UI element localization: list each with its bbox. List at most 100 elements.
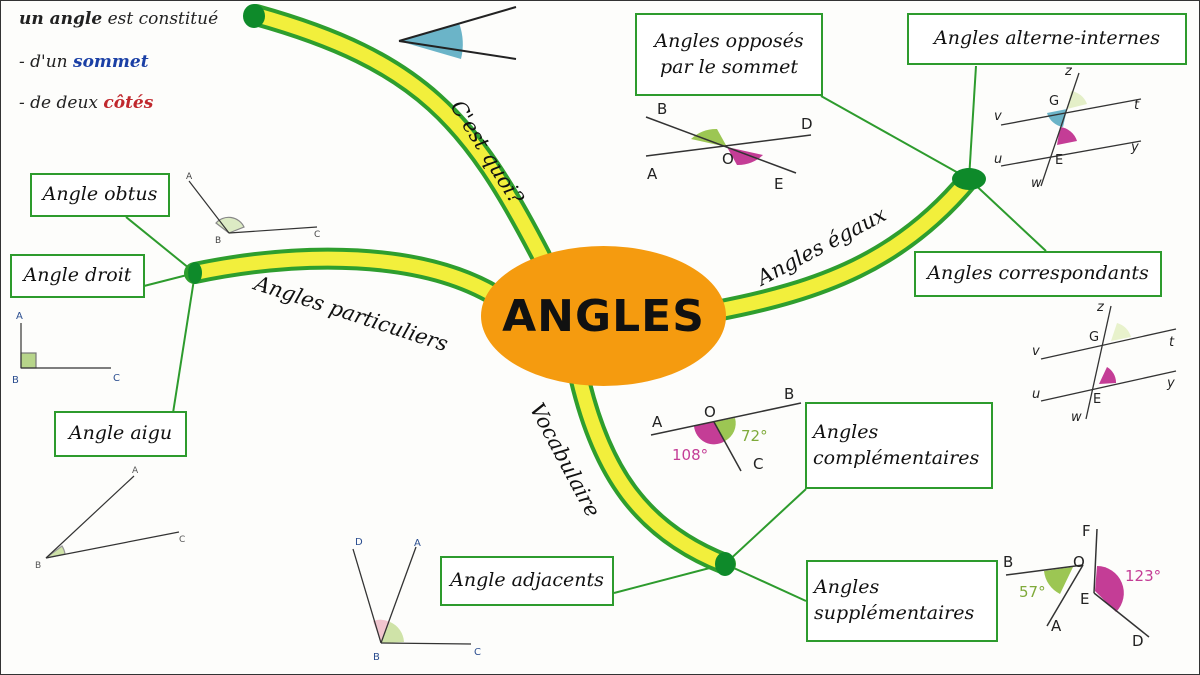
supplementaires-label-d: D xyxy=(1132,632,1144,650)
complementaires-label-b: B xyxy=(784,385,794,403)
box-angles-complementaires-line-1: Angles xyxy=(813,420,879,443)
adjacents-label-b: B xyxy=(373,652,380,663)
adjacents-label-a: A xyxy=(414,538,421,549)
box-angle-droit: Angle droit xyxy=(10,254,145,298)
box-angles-alternes-label: Angles alterne-internes xyxy=(933,27,1160,50)
complementaires-value-2: 72° xyxy=(741,427,768,445)
connector-correspondants xyxy=(968,178,1047,252)
box-angle-obtus-label: Angle obtus xyxy=(42,183,158,206)
branch-what xyxy=(245,4,552,267)
obtus-label-c: C xyxy=(314,230,320,240)
box-angles-opposes: Angles opposés par le sommet xyxy=(635,13,823,96)
box-angles-supplementaires-line-1: Angles xyxy=(814,576,880,599)
connector-complementaires xyxy=(724,488,807,565)
complementaires-value-1: 108° xyxy=(672,446,708,464)
keyword-cotes: côtés xyxy=(103,93,154,113)
supplementaires-label-f: F xyxy=(1082,522,1091,540)
definition-subject: un angle xyxy=(19,9,103,29)
box-angle-aigu: Angle aigu xyxy=(54,411,187,457)
connector-obtus xyxy=(125,216,196,274)
complementaires-label-c: C xyxy=(753,455,763,473)
definition-line-1: un angle est constitué xyxy=(19,9,218,29)
box-angle-obtus: Angle obtus xyxy=(30,173,170,217)
connector-alternes xyxy=(968,65,977,180)
box-angle-aigu-label: Angle aigu xyxy=(68,422,173,445)
node-what xyxy=(243,4,265,28)
aigu-label-b: B xyxy=(35,561,41,571)
obtus-label-a: A xyxy=(186,172,193,182)
droit-label-a: A xyxy=(16,311,23,322)
opposes-label-b: B xyxy=(657,100,667,118)
supplementaires-label-b: B xyxy=(1003,553,1013,571)
definition-angle-figure xyxy=(398,6,517,60)
connector-opposes xyxy=(820,95,970,180)
alternes-label-w: w xyxy=(1031,176,1042,191)
box-angles-adjacents-label: Angle adjacents xyxy=(450,569,604,592)
obtuse-angle-figure xyxy=(188,180,318,234)
adjacents-label-d: D xyxy=(355,537,363,548)
supplementaires-label-e: E xyxy=(1080,590,1089,608)
box-angles-supplementaires-line-2: supplémentaires xyxy=(814,602,975,624)
opposes-label-a: A xyxy=(647,165,658,183)
supplementaires-value-2: 123° xyxy=(1125,567,1161,585)
definition-verb: est constitué xyxy=(107,9,219,29)
keyword-sommet: sommet xyxy=(73,52,149,72)
branch-equal xyxy=(705,168,980,322)
acute-angle-figure xyxy=(45,475,180,559)
droit-label-b: B xyxy=(12,375,19,386)
box-angles-adjacents: Angle adjacents xyxy=(440,556,614,606)
vertical-angles-figure xyxy=(645,116,812,174)
complementary-figure xyxy=(650,402,802,472)
alternate-interior-figure xyxy=(1000,72,1142,187)
box-angles-complementaires-line-2: complémentaires xyxy=(813,446,980,469)
connector-adjacents xyxy=(613,563,726,594)
correspondants-label-g: G xyxy=(1089,330,1099,345)
branch-particular xyxy=(184,247,507,307)
opposes-label-e: E xyxy=(774,175,783,193)
connector-aigu xyxy=(172,272,196,414)
definition-line-3-prefix: - de deux xyxy=(19,93,98,113)
correspondants-label-v: v xyxy=(1032,344,1040,359)
definition-line-2: - d'un sommet xyxy=(19,52,149,72)
aigu-label-a: A xyxy=(132,466,139,476)
alternes-label-u: u xyxy=(994,152,1002,167)
correspondants-label-e: E xyxy=(1093,392,1101,407)
node-particular xyxy=(188,262,202,284)
box-angles-opposes-line-1: Angles opposés xyxy=(654,29,804,52)
correspondants-label-t: t xyxy=(1169,335,1175,350)
correspondants-label-z: z xyxy=(1096,300,1105,315)
box-angles-complementaires: Angles complémentaires xyxy=(805,402,993,489)
supplementary-figure xyxy=(1005,528,1150,638)
opposes-label-d: D xyxy=(801,115,813,133)
droit-label-c: C xyxy=(113,373,120,384)
box-angles-correspondants-label: Angles correspondants xyxy=(927,262,1149,285)
alternes-label-y: y xyxy=(1130,140,1139,155)
supplementaires-value-1: 57° xyxy=(1019,583,1046,601)
complementaires-label-a: A xyxy=(652,413,663,431)
aigu-label-c: C xyxy=(179,535,185,545)
connector-lines xyxy=(125,65,1047,602)
corresponding-angles-figure xyxy=(1040,305,1177,420)
complementaires-label-o: O xyxy=(704,403,716,421)
right-angle-figure xyxy=(20,323,111,369)
center-node: ANGLES xyxy=(481,246,726,386)
obtus-label-b: B xyxy=(215,236,221,246)
box-angle-droit-label: Angle droit xyxy=(23,264,132,287)
correspondants-label-u: u xyxy=(1032,387,1040,402)
correspondants-label-y: y xyxy=(1166,376,1175,391)
alternes-label-z: z xyxy=(1064,64,1073,79)
alternes-label-v: v xyxy=(994,109,1002,124)
alternes-label-e: E xyxy=(1055,153,1063,168)
supplementaires-label-a: A xyxy=(1051,617,1062,635)
definition-line-3: - de deux côtés xyxy=(19,93,153,113)
box-angles-opposes-line-2: par le sommet xyxy=(659,55,799,78)
branch-vocab xyxy=(568,365,736,575)
node-equal xyxy=(952,168,986,190)
adjacents-label-c: C xyxy=(474,647,481,658)
connector-supplementaires xyxy=(724,563,807,602)
correspondants-label-w: w xyxy=(1071,410,1082,425)
node-vocab xyxy=(715,552,735,576)
adjacent-angles-figure xyxy=(352,546,472,645)
opposes-label-o: O xyxy=(722,150,734,168)
